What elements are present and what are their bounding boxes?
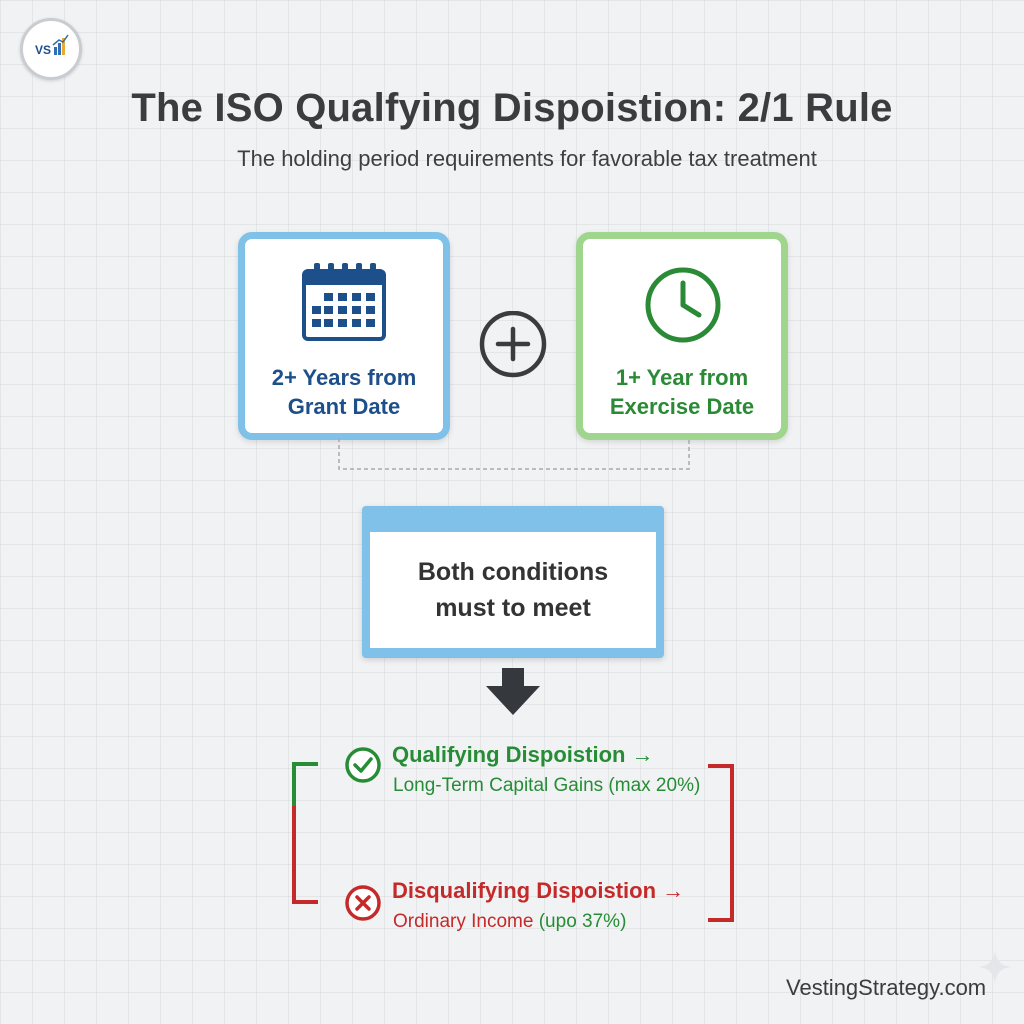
plus-circle-icon [479,311,547,378]
disqualifying-desc-part2: (upo 37%) [533,911,627,932]
clock-icon [645,267,721,343]
logo-text: VS [35,43,51,57]
exercise-date-label: 1+ Year from Exercise Date [583,363,781,421]
qualifying-description: Long-Term Capital Gains (max 20%) [393,775,701,796]
requirement-line1: Both conditions [417,558,609,586]
dashed-connector [338,438,690,470]
down-arrow-icon [486,668,540,715]
page-title: The ISO Qualfying Dispoistion: 2/1 Rule [131,86,893,130]
disqualifying-desc-part1: Ordinary Income [393,911,534,932]
brand-url: VestingStrategy.com [786,975,987,1000]
logo: VS [20,18,82,80]
both-conditions-panel: Both conditions must to meet [370,532,656,648]
both-conditions-box: Both conditions must to meet [362,506,664,658]
grant-label-line2: Grant Date [287,394,401,419]
exercise-date-card: 1+ Year from Exercise Date [576,232,788,440]
check-circle-icon [345,747,381,783]
qualifying-title: Qualifying Dispoistion → [392,742,654,767]
disqualifying-description: Ordinary Income (upo 37%) [393,911,626,933]
bar-chart-logo-icon: VS [35,34,69,57]
requirement-line2: must to meet [435,594,591,622]
sparkle-icon [978,950,1012,984]
grant-date-label: 2+ Years from Grant Date [245,363,443,421]
x-circle-icon [345,885,381,921]
grant-date-card: 2+ Years from Grant Date [238,232,450,440]
page-subtitle: The holding period requirements for favo… [237,146,817,171]
exercise-label-line1: 1+ Year from [615,365,749,390]
exercise-label-line2: Exercise Date [609,394,755,419]
calendar-icon [302,263,386,341]
grant-label-line1: 2+ Years from [271,365,417,390]
disqualifying-title: Disqualifying Dispoistion → [392,878,685,903]
outcome-bracket [292,762,734,922]
